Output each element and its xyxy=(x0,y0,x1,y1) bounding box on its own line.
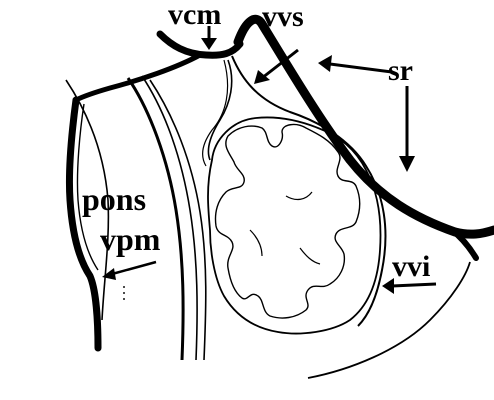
arrow-sr-vertical xyxy=(399,86,415,172)
arrow-vcm xyxy=(201,26,217,50)
pons-curve-2 xyxy=(141,75,198,361)
vessel-left-descending xyxy=(202,59,229,167)
label-vvs: vvs xyxy=(262,0,304,33)
sinus-rectus-vessel xyxy=(233,15,494,239)
arrow-sr-horizontal xyxy=(318,55,393,74)
label-vcm: vcm xyxy=(168,0,221,31)
arrow-vpm xyxy=(102,260,157,280)
label-vvi: vvi xyxy=(392,250,430,283)
sinus-rectus-lower-branch xyxy=(449,227,479,261)
arrow-vvs xyxy=(254,48,299,84)
pons-outline-outer xyxy=(65,79,110,321)
pons-curve-3 xyxy=(149,79,207,361)
cerebellum-folia xyxy=(214,123,361,319)
upper-left-vessel xyxy=(73,52,203,103)
vvs-vessel-outer xyxy=(231,55,387,327)
cerebellum-fissure-1 xyxy=(285,191,313,201)
pons-curve-1 xyxy=(126,77,185,361)
cerebellum-fissure-2 xyxy=(299,247,321,265)
vcm-vessel xyxy=(156,30,244,59)
cerebellum-outline xyxy=(207,116,382,335)
vpm-vessel xyxy=(65,96,102,352)
label-vpm: vpm xyxy=(100,221,161,257)
arrow-vvi xyxy=(382,278,437,294)
cerebellum-fissure-3 xyxy=(249,229,263,257)
label-sr: sr xyxy=(388,54,413,87)
vvs-vessel-inner xyxy=(207,59,233,161)
vpm-inner-edge xyxy=(76,103,99,271)
lower-outline-curve xyxy=(307,261,471,379)
label-pons: pons xyxy=(82,181,146,217)
